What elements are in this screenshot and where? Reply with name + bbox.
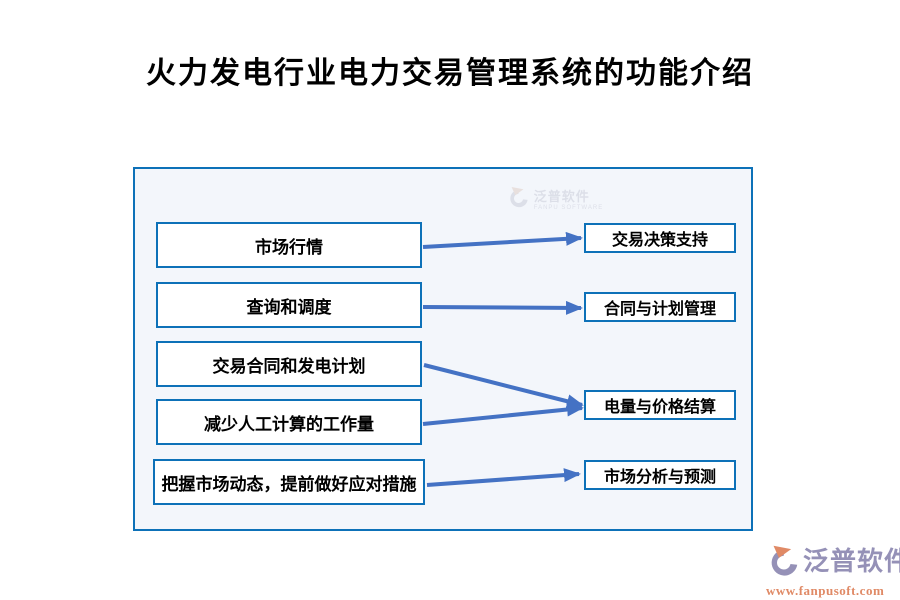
left-node-label: 市场行情 [255, 237, 323, 257]
watermark-name: 泛普软件 [533, 188, 590, 204]
left-node-label: 交易合同和发电计划 [212, 356, 366, 376]
arrow-1 [422, 231, 583, 249]
fanpu-logo-name: 泛普软件 [803, 547, 900, 576]
arrow-3 [423, 363, 584, 409]
left-node-contracts-plans: 交易合同和发电计划 [156, 341, 422, 387]
right-node-label: 市场分析与预测 [603, 469, 716, 486]
arrow-2 [422, 300, 583, 315]
right-node-label: 交易决策支持 [611, 232, 708, 249]
watermark: 泛普软件 FANPU SOFTWARE [455, 185, 655, 211]
right-node-decision-support: 交易决策支持 [584, 223, 736, 253]
diagram-panel: 泛普软件 FANPU SOFTWARE 市场行情 查询和调度 交易合同和发电计划… [133, 167, 753, 531]
page-title: 火力发电行业电力交易管理系统的功能介绍 [146, 57, 754, 90]
right-node-analysis-forecast: 市场分析与预测 [584, 460, 736, 490]
fanpu-logo-icon [771, 545, 798, 576]
right-node-label: 电量与价格结算 [603, 399, 716, 416]
fanpu-logo-url: www.fanpusoft.com [766, 583, 885, 598]
left-node-reduce-manual-work: 减少人工计算的工作量 [156, 399, 422, 445]
arrow-5 [426, 468, 581, 487]
right-node-settlement: 电量与价格结算 [584, 390, 736, 420]
arrow-4 [422, 402, 584, 426]
left-node-market-quotes: 市场行情 [156, 222, 422, 268]
right-node-label: 合同与计划管理 [603, 301, 716, 318]
right-node-contract-plan-mgmt: 合同与计划管理 [584, 292, 736, 322]
left-node-label: 把握市场动态，提前做好应对措施 [161, 474, 417, 494]
left-node-query-dispatch: 查询和调度 [156, 282, 422, 328]
left-node-market-dynamics: 把握市场动态，提前做好应对措施 [153, 459, 425, 505]
watermark-logo-icon [510, 187, 528, 208]
left-node-label: 查询和调度 [246, 297, 332, 317]
fanpu-logo: 泛普软件 www.fanpusoft.com [766, 543, 900, 599]
watermark-subtitle: FANPU SOFTWARE [533, 204, 604, 211]
left-node-label: 减少人工计算的工作量 [204, 414, 374, 434]
